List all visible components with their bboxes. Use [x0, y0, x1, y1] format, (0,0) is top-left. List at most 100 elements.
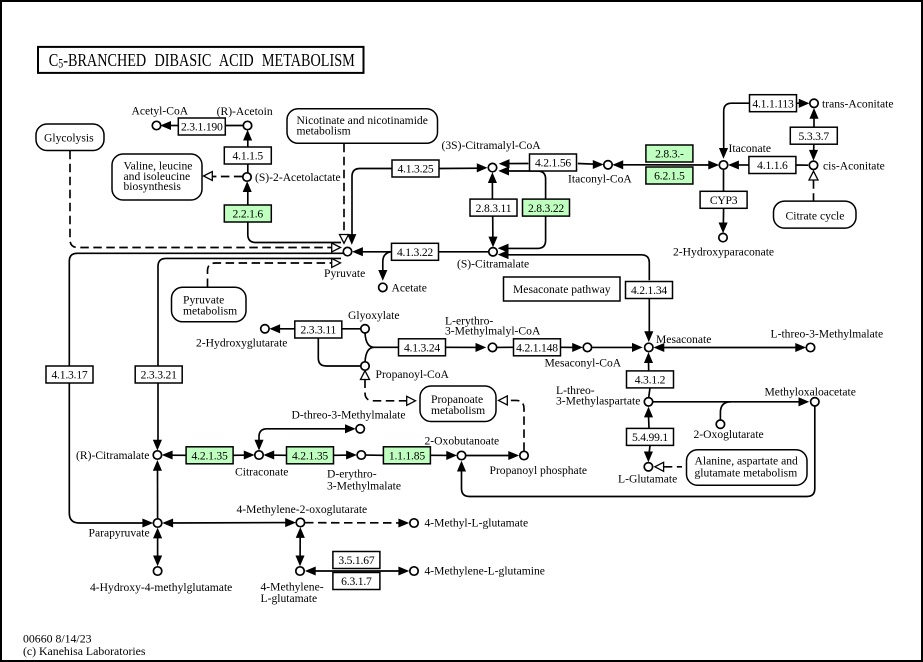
enzyme-box-1.1.1.85[interactable] [382, 446, 432, 465]
arrowhead-solid-up [643, 352, 654, 363]
enzyme-box-2.8.3.-[interactable] [645, 144, 694, 163]
enzyme-box-2.3.3.11[interactable] [294, 320, 343, 339]
enzyme-box-4.2.1.35-a[interactable] [185, 446, 234, 465]
pathway-box-nicotinate-nicotinamide-metabolism[interactable] [286, 108, 439, 145]
pathway-label-alanine-aspartate-glutamate-metabolism-1: glutamate metabolism [695, 467, 798, 480]
enzyme-box-4.2.1.34[interactable] [624, 280, 674, 300]
enzyme-label-4.1.3.17: 4.1.3.17 [51, 369, 87, 382]
compound-cis-aconitate[interactable] [808, 160, 819, 171]
arrowhead-solid-down [644, 331, 654, 343]
compound-mesaconate[interactable] [643, 342, 654, 353]
compound-r-acetoin[interactable] [242, 120, 253, 131]
enzyme-box-4.2.1.56[interactable] [528, 153, 578, 172]
compound-label-l-threo-1: L-threo- [556, 384, 595, 397]
compound-3s-citramalyl-coa[interactable] [487, 162, 498, 173]
compound-s-2-acetolactate[interactable] [241, 171, 253, 183]
compound-d-erythro-3-methylmalate[interactable] [356, 449, 367, 461]
compound-acetate[interactable] [377, 282, 388, 293]
compound-d-threo-3-methylmalate[interactable] [355, 423, 366, 434]
enzyme-label-4.2.1.148: 4.2.1.148 [516, 342, 558, 355]
compound-label-2-hydroxyglutarate: 2-Hydroxyglutarate [196, 336, 287, 349]
enzyme-label-4.3.1.2: 4.3.1.2 [635, 374, 666, 387]
arrowhead-hollow-right [331, 241, 342, 254]
pathway-box-glycolysis[interactable] [35, 123, 105, 152]
arrowhead-solid-down [378, 270, 388, 281]
edge-e20 [507, 399, 525, 451]
compound-citraconate[interactable] [253, 449, 265, 461]
compound-parapyruvate[interactable] [152, 517, 163, 529]
edge-e13a [68, 252, 344, 366]
compound-s-citramalate[interactable] [487, 246, 499, 257]
enzyme-box-4.1.1.6[interactable] [748, 155, 797, 175]
enzyme-box-4.3.1.2[interactable] [625, 370, 675, 389]
compound-propanoyl-phosphate[interactable] [518, 450, 530, 461]
arrowhead-hollow-right [406, 395, 417, 407]
compound-4-methylene-l-glutamate[interactable] [294, 565, 306, 577]
compound-mesaconyl-coa[interactable] [582, 342, 593, 353]
pathway-box-alanine-aspartate-glutamate-metabolism[interactable] [685, 449, 808, 486]
pathway-label-pyruvate-metabolism-0: Pyruvate [183, 294, 224, 307]
compound-l-threo-3-methylaspartate[interactable] [643, 396, 654, 407]
enzyme-box-2.8.3.22[interactable] [521, 198, 571, 217]
enzyme-box-5.3.3.7[interactable] [789, 126, 839, 145]
compound-r-citramalate[interactable] [152, 449, 163, 461]
enzyme-box-4.1.3.25[interactable] [391, 159, 440, 178]
arrowhead-solid-right [508, 450, 520, 461]
arrowhead-solid-right [572, 342, 583, 352]
enzyme-box-4.1.1.5[interactable] [223, 146, 273, 165]
pathway-box-citrate-cycle[interactable] [772, 200, 857, 229]
compound-acetyl-coa[interactable] [151, 120, 162, 131]
edge-e11 [381, 250, 391, 271]
compound-4-methylene-2-oxoglutarate[interactable] [295, 517, 306, 528]
enzyme-box-6.2.1.5[interactable] [645, 166, 694, 185]
enzyme-box-cyp3[interactable] [699, 190, 748, 210]
compound-2-hydroxyparaconate[interactable] [717, 232, 729, 243]
compound-label-parapyruvate: Parapyruvate [89, 527, 150, 540]
enzyme-box-4.2.1.148[interactable] [512, 338, 562, 357]
pathway-box-valine-leucine-isoleucine-biosynthesis[interactable] [111, 153, 203, 201]
compound-label-mesaconate: Mesaconate [656, 333, 711, 346]
edge-e39a [647, 415, 650, 429]
enzyme-box-4.1.3.24[interactable] [397, 338, 447, 357]
compound-4-methyl-l-glutamate[interactable] [408, 517, 420, 529]
compound-glyoxylate[interactable] [359, 323, 371, 334]
enzyme-box-3.5.1.67[interactable] [332, 550, 381, 570]
compound-l-threo-3-methylmalate[interactable] [805, 342, 816, 353]
compound-2-hydroxyglutarate[interactable] [259, 323, 270, 334]
arrowhead-solid-up [152, 460, 162, 471]
compound-l-glutamate[interactable] [643, 461, 654, 472]
compound-propanoyl-coa[interactable] [359, 360, 371, 372]
compound-2-oxoglutarate[interactable] [715, 419, 726, 430]
enzyme-label-4.2.1.56: 4.2.1.56 [535, 157, 571, 170]
enzyme-box-4.2.1.35-b[interactable] [285, 446, 335, 465]
enzyme-box-2.2.1.6[interactable] [223, 204, 273, 223]
enzyme-box-2.8.3.11[interactable] [469, 198, 518, 217]
edge-e14a [157, 257, 341, 366]
compound-2-oxobutanoate[interactable] [456, 450, 467, 461]
enzyme-label-2.2.1.6: 2.2.1.6 [233, 208, 264, 221]
enzyme-box-6.3.1.7[interactable] [332, 571, 381, 591]
compound-itaconyl-coa[interactable] [602, 159, 614, 170]
enzyme-box-4.1.3.17[interactable] [45, 365, 94, 384]
edge-e6 [246, 222, 341, 244]
pathway-box-pyruvate-metabolism[interactable] [170, 286, 247, 323]
enzyme-box-4.1.3.22[interactable] [390, 242, 440, 262]
arrowhead-solid-left [653, 342, 665, 353]
enzyme-box-2.3.3.21[interactable] [134, 365, 183, 384]
compound-methyloxaloacetate[interactable] [809, 396, 820, 407]
arrowhead-solid-left [161, 450, 173, 460]
pathway-box-mesaconate-pathway[interactable] [502, 276, 621, 302]
compound-l-erythro-3-methylmalyl-coa[interactable] [487, 342, 498, 353]
compound-pyruvate[interactable] [342, 246, 353, 257]
enzyme-box-5.4.99.1[interactable] [625, 427, 675, 447]
compound-itaconate[interactable] [718, 159, 729, 171]
compound-label-r-citramalate: (R)-Citramalate [76, 449, 149, 462]
compound-4-methylene-l-glutamine[interactable] [408, 565, 420, 577]
enzyme-box-2.3.1.190[interactable] [177, 117, 227, 136]
compound-4-hydroxy-4-methylglutamate[interactable] [152, 565, 163, 577]
enzyme-box-4.1.1.113[interactable] [748, 93, 798, 113]
enzyme-label-6.2.1.5: 6.2.1.5 [654, 170, 685, 183]
compound-trans-aconitate[interactable] [808, 98, 820, 109]
pathway-box-propanoate-metabolism[interactable] [419, 385, 497, 423]
arrowhead-solid-right [398, 518, 410, 528]
